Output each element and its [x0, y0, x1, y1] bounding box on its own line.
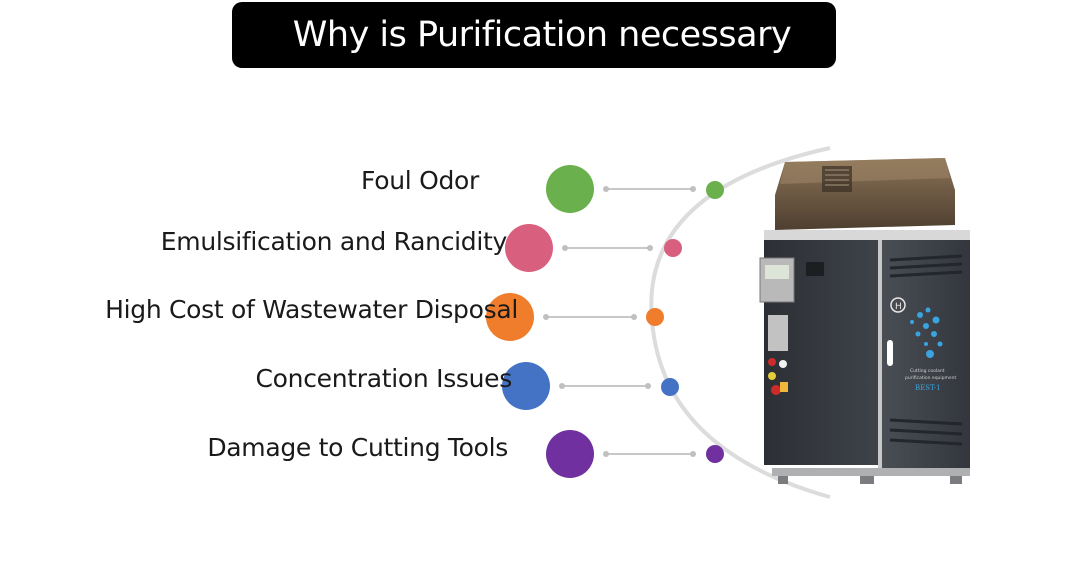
connector-line: [559, 383, 651, 389]
big-dot-cutting-tools: [546, 430, 594, 478]
small-dot-cutting-tools: [706, 445, 724, 463]
svg-text:BEST-1: BEST-1: [915, 384, 941, 392]
item-label-foul-odor: Foul Odor: [361, 166, 479, 195]
item-label-cutting-tools: Damage to Cutting Tools: [207, 433, 508, 462]
big-dot-foul-odor: [546, 165, 594, 213]
small-dot-concentration: [661, 378, 679, 396]
small-dot-foul-odor: [706, 181, 724, 199]
connector-line: [603, 451, 696, 457]
svg-text:H: H: [895, 302, 902, 312]
item-label-concentration: Concentration Issues: [255, 364, 513, 393]
page-title: Why is Purification necessary: [292, 15, 792, 55]
connector-line: [562, 245, 653, 251]
big-dot-emulsification: [505, 224, 553, 272]
item-label-wastewater-disposal: High Cost of Wastewater Disposal: [105, 295, 518, 324]
small-dot-emulsification: [664, 239, 682, 257]
connector-line: [543, 314, 637, 320]
purification-machine-image: H Cutting coolant purification equipment…: [759, 158, 970, 484]
svg-text:purification equipment: purification equipment: [905, 375, 957, 381]
connector-line: [603, 186, 696, 192]
item-label-emulsification: Emulsification and Rancidity: [160, 227, 508, 256]
big-dot-concentration: [502, 362, 550, 410]
svg-text:Cutting coolant: Cutting coolant: [910, 368, 945, 374]
title-banner: Why is Purification necessary: [232, 2, 836, 68]
big-dot-wastewater-disposal: [486, 293, 534, 341]
small-dot-wastewater-disposal: [646, 308, 664, 326]
